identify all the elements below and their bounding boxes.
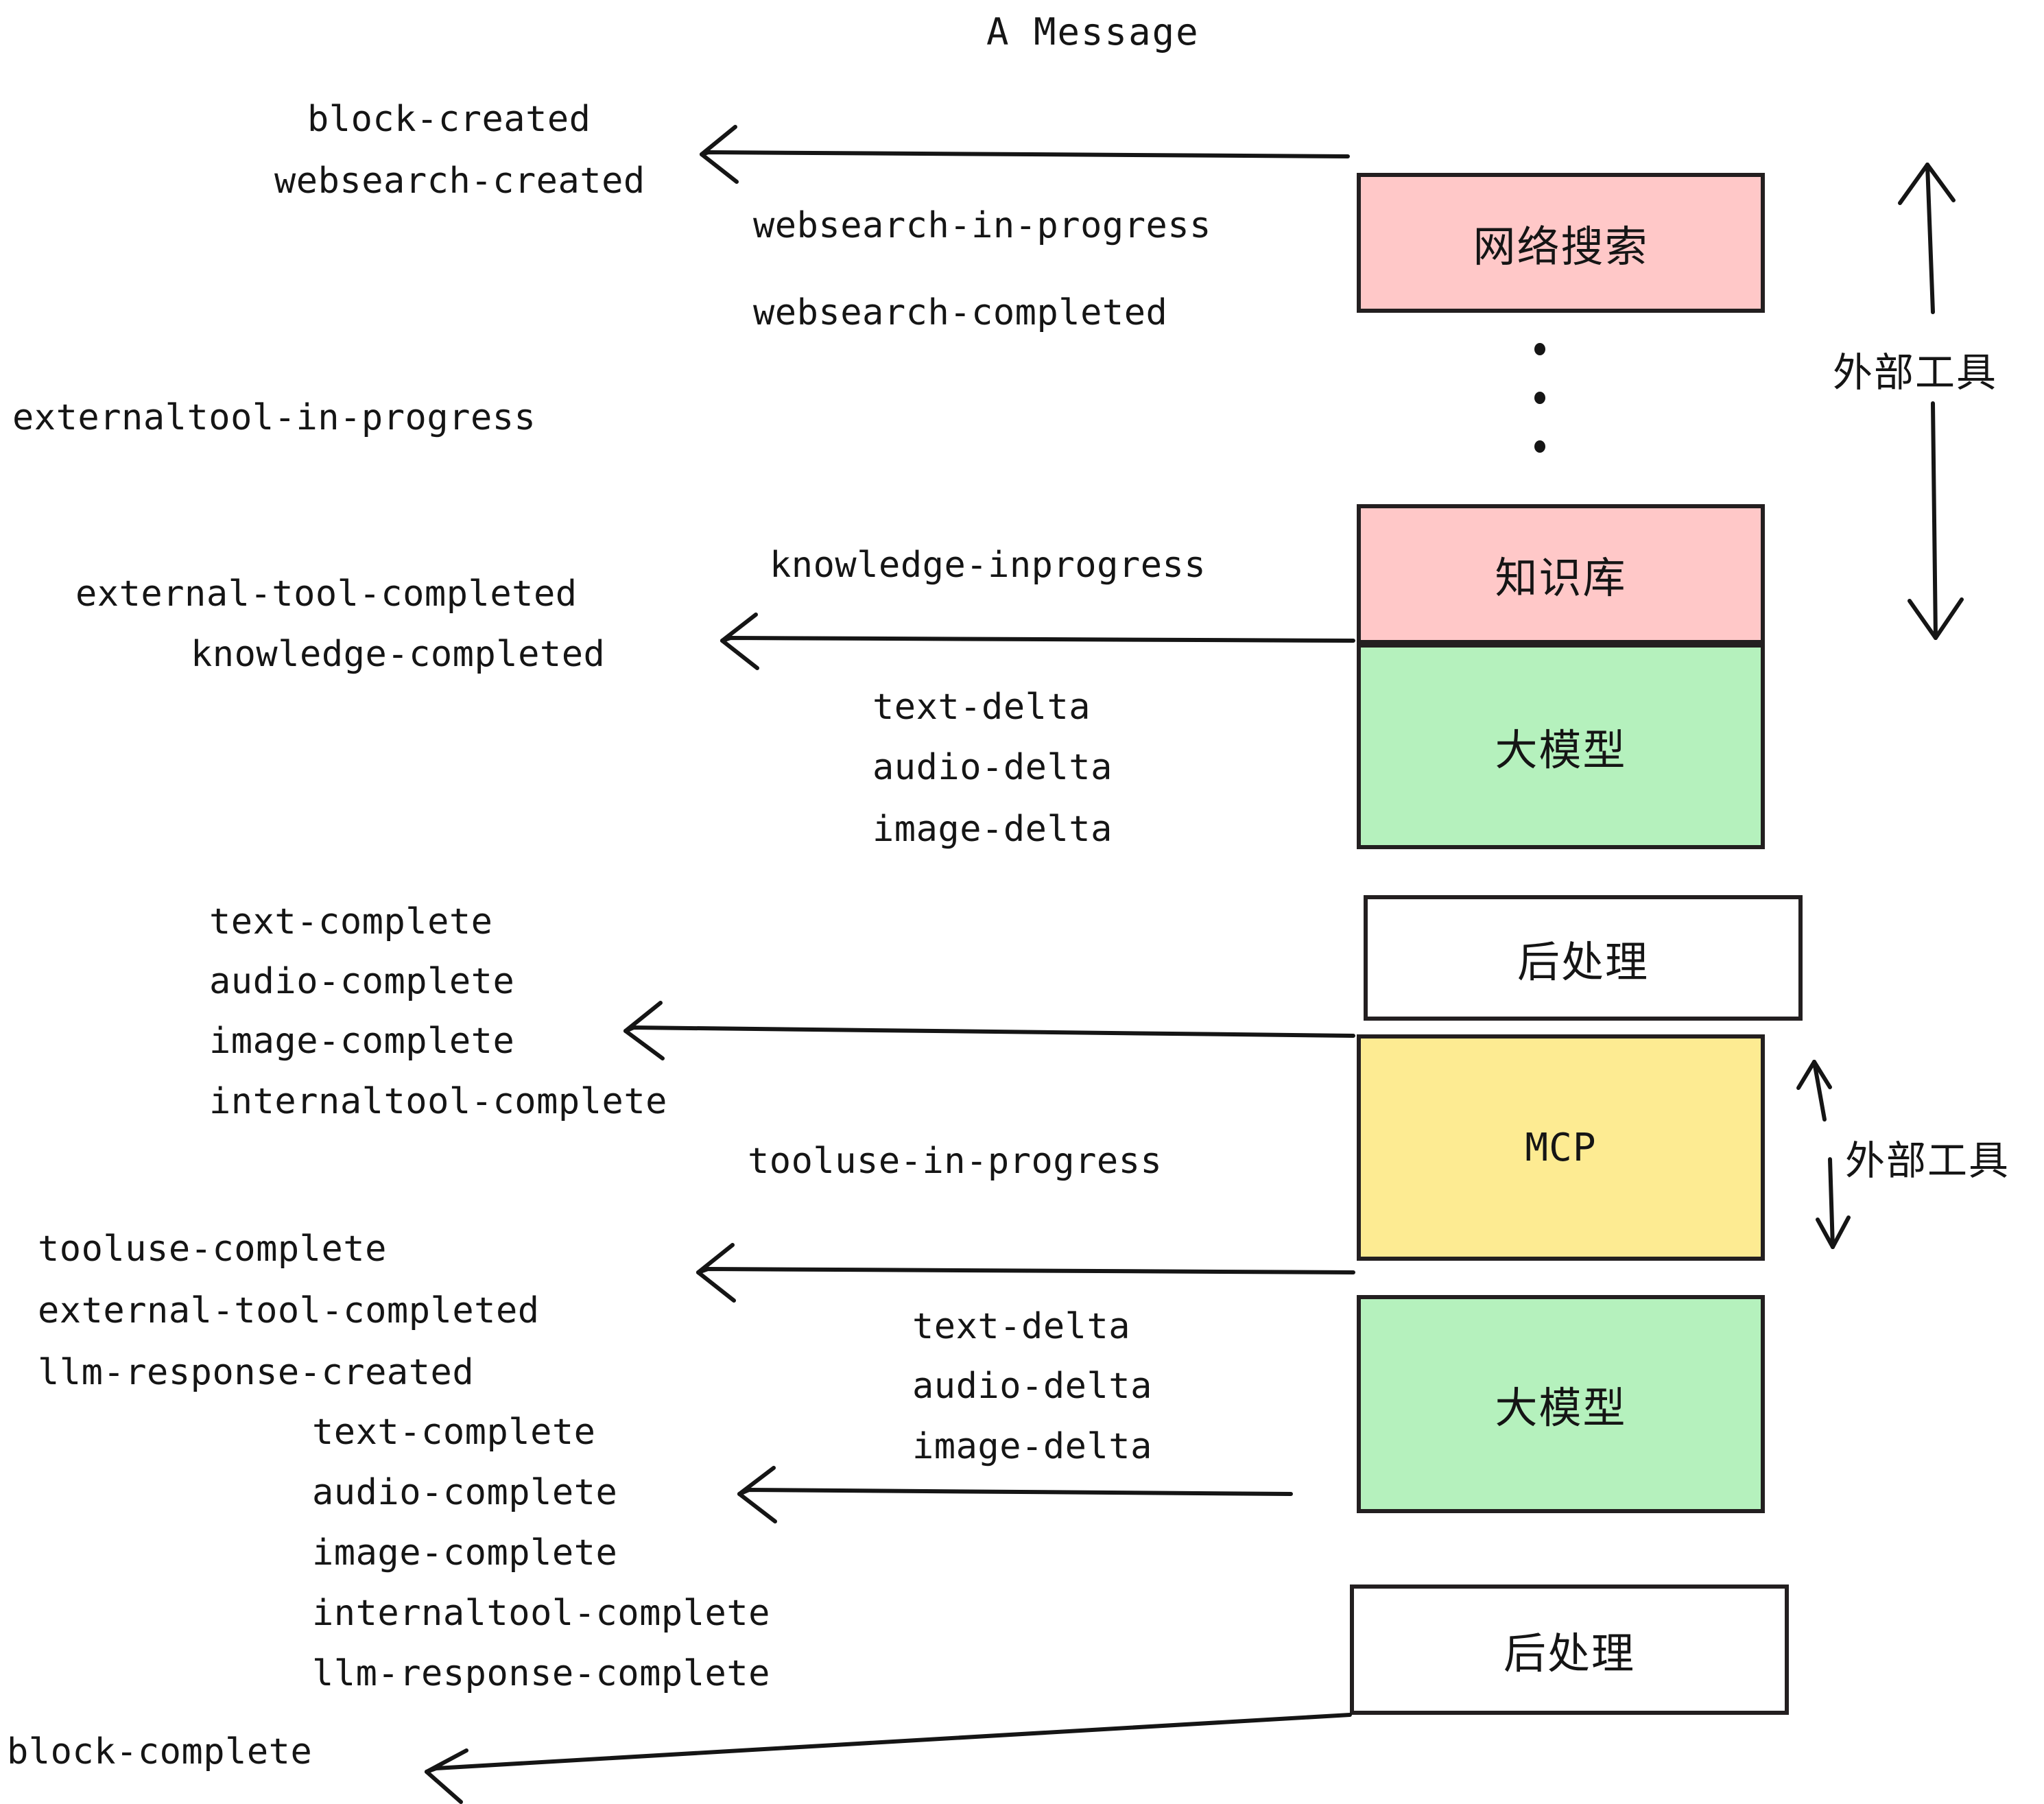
event-label-audio-delta-2: audio-delta — [912, 1366, 1152, 1407]
event-label-knowledge-inprogress: knowledge-inprogress — [770, 545, 1207, 586]
event-label-text-delta-1: text-delta — [872, 687, 1091, 728]
arrow-external-tools-top — [1898, 163, 1964, 640]
node-label-postprocess-2: 后处理 — [1503, 1628, 1635, 1678]
page-title: A Message — [986, 10, 1200, 54]
event-label-text-delta-2: text-delta — [912, 1306, 1131, 1347]
node-box-knowledge[interactable]: 知识库 — [1357, 504, 1765, 644]
node-label-postprocess-1: 后处理 — [1517, 936, 1649, 987]
event-label-tooluse-complete: tooluse-complete — [38, 1229, 387, 1270]
node-label-mcp: MCP — [1525, 1125, 1597, 1170]
group-label-external-tools-bottom: 外部工具 — [1845, 1137, 2010, 1184]
event-label-llm-response-created: llm-response-created — [38, 1352, 475, 1393]
node-label-knowledge: 知识库 — [1495, 553, 1627, 603]
node-label-llm-2: 大模型 — [1495, 1383, 1627, 1433]
node-box-postprocess-2[interactable]: 后处理 — [1350, 1585, 1789, 1715]
event-label-internaltool-complete-2: internaltool-complete — [312, 1593, 770, 1634]
node-box-llm-1[interactable]: 大模型 — [1357, 643, 1765, 849]
event-label-llm-response-complete: llm-response-complete — [312, 1653, 770, 1694]
event-label-text-complete-1: text-complete — [209, 901, 493, 942]
event-label-image-complete-1: image-complete — [209, 1021, 515, 1062]
event-label-text-complete-2: text-complete — [312, 1412, 596, 1453]
group-label-external-tools-top: 外部工具 — [1833, 349, 1998, 396]
event-label-image-complete-2: image-complete — [312, 1532, 618, 1574]
event-label-websearch-in-progress: websearch-in-progress — [753, 205, 1211, 246]
event-label-external-tool-completed-1: external-tool-completed — [75, 573, 578, 615]
node-label-llm-1: 大模型 — [1495, 725, 1627, 775]
event-label-audio-complete-1: audio-complete — [209, 961, 515, 1002]
arrow-block-created — [700, 125, 1350, 184]
event-label-knowledge-completed: knowledge-completed — [191, 634, 606, 675]
arrow-block-complete — [425, 1713, 1352, 1804]
event-label-websearch-created: websearch-created — [274, 161, 645, 202]
event-label-websearch-completed: websearch-completed — [753, 292, 1168, 333]
event-label-internaltool-complete-1: internaltool-complete — [209, 1081, 667, 1122]
event-label-external-tool-completed-2: external-tool-completed — [38, 1290, 540, 1331]
event-label-image-delta-2: image-delta — [912, 1426, 1152, 1467]
event-label-audio-complete-2: audio-complete — [312, 1472, 618, 1513]
arrow-tooluse-complete — [696, 1243, 1355, 1303]
node-box-mcp[interactable]: MCP — [1357, 1034, 1765, 1261]
node-box-postprocess-1[interactable]: 后处理 — [1364, 895, 1803, 1021]
node-box-websearch[interactable]: 网络搜索 — [1357, 173, 1765, 313]
event-label-image-delta-1: image-delta — [872, 809, 1113, 850]
arrow-knowledge-completed — [720, 613, 1355, 670]
arrow-image-complete — [623, 1001, 1355, 1060]
event-label-audio-delta-1: audio-delta — [872, 747, 1113, 788]
event-label-block-created: block-created — [307, 99, 591, 140]
node-box-llm-2[interactable]: 大模型 — [1357, 1295, 1765, 1513]
event-label-externaltool-in-progress: externaltool-in-progress — [12, 397, 536, 438]
event-label-tooluse-in-progress: tooluse-in-progress — [748, 1141, 1163, 1182]
event-label-block-complete: block-complete — [7, 1731, 313, 1772]
arrow-external-tools-bottom — [1796, 1060, 1851, 1249]
node-label-websearch: 网络搜索 — [1473, 222, 1649, 272]
arrow-audio-complete — [737, 1466, 1293, 1523]
vertical-ellipsis-icon — [1534, 343, 1546, 453]
